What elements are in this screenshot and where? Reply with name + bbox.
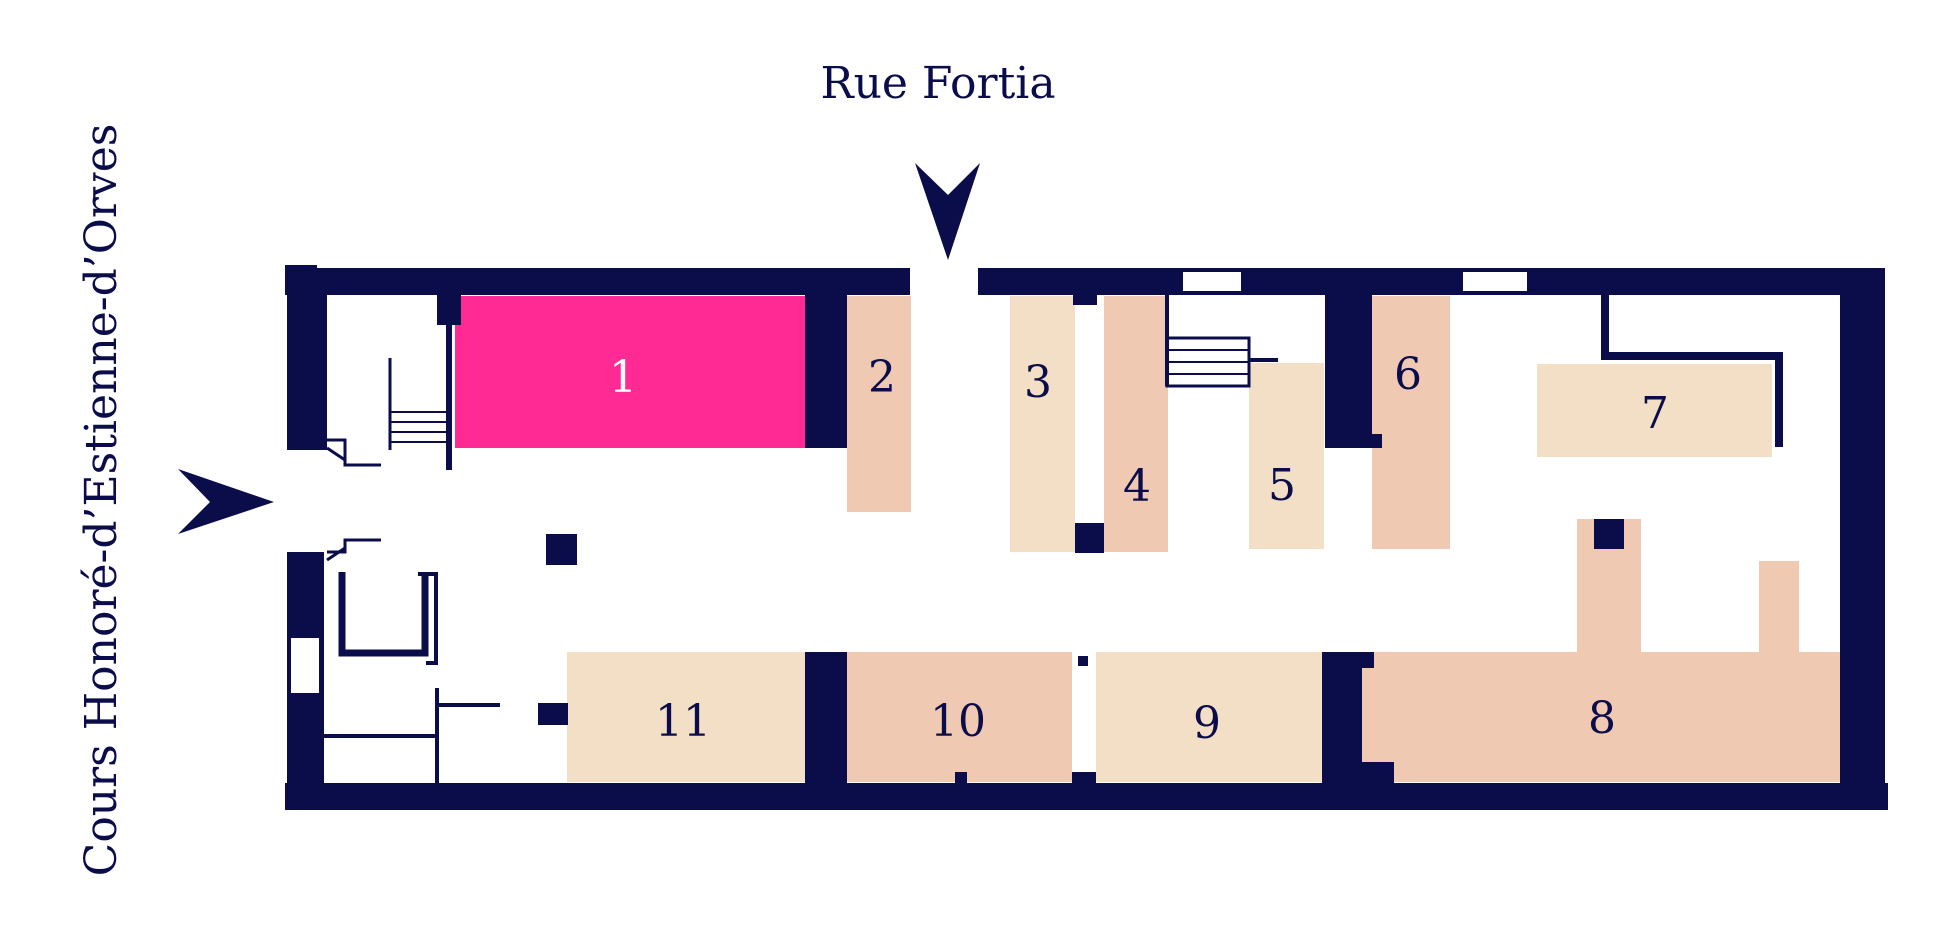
room-labels: 1 2 3 4 5 6 7 8 9 10 11: [609, 349, 1669, 749]
room-label-10: 10: [930, 696, 986, 747]
pillar: [538, 703, 568, 725]
room-label-2: 2: [868, 352, 896, 403]
room-11[interactable]: [567, 652, 805, 782]
room-label-1: 1: [609, 352, 637, 403]
room-label-11: 11: [655, 696, 711, 747]
room-label-9: 9: [1193, 698, 1221, 749]
room-label-6: 6: [1394, 349, 1422, 400]
room-4[interactable]: [1104, 296, 1168, 552]
room-2[interactable]: [847, 296, 911, 512]
room-1[interactable]: [455, 296, 805, 448]
room-label-5: 5: [1268, 460, 1296, 511]
pillar: [1075, 523, 1104, 553]
room-label-3: 3: [1024, 357, 1052, 408]
pillar: [546, 534, 577, 565]
entrance-arrow-left-icon: [178, 469, 274, 534]
entrance-arrow-top-icon: [915, 163, 980, 260]
room-label-7: 7: [1641, 388, 1669, 439]
room-10[interactable]: [847, 652, 1072, 782]
room-7[interactable]: [1537, 364, 1772, 457]
room-9[interactable]: [1096, 652, 1325, 782]
rooms: [455, 296, 1840, 782]
room-label-4: 4: [1123, 461, 1151, 512]
street-label-top: Rue Fortia: [820, 58, 1055, 109]
room-8[interactable]: [1362, 519, 1840, 782]
room-6[interactable]: [1372, 296, 1450, 549]
walls: [285, 265, 1888, 810]
window: [1463, 272, 1527, 291]
pillar: [1594, 519, 1624, 549]
room-3[interactable]: [1010, 296, 1075, 552]
room-5[interactable]: [1249, 363, 1324, 549]
window: [1183, 272, 1241, 291]
room-label-8: 8: [1588, 693, 1616, 744]
street-label-left: Cours Honoré-d’Estienne-d’Orves: [76, 124, 127, 877]
